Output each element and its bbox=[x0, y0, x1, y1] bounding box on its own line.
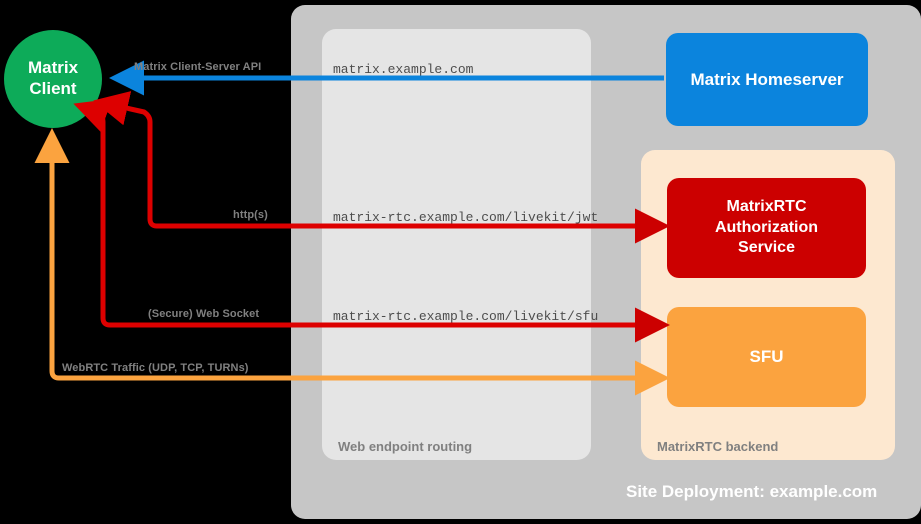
matrixrtc-authorization-service-box[interactable] bbox=[667, 178, 866, 278]
matrix-client-server-api-label: Matrix Client-Server API bbox=[134, 61, 262, 73]
https-label: http(s) bbox=[233, 209, 268, 221]
matrix-homeserver-box[interactable] bbox=[666, 33, 868, 126]
sfu-box[interactable] bbox=[667, 307, 866, 407]
site-deployment-caption: Site Deployment: example.com bbox=[626, 482, 878, 501]
endpoint-livekit-jwt: matrix-rtc.example.com/livekit/jwt bbox=[333, 210, 599, 225]
matrix-client-circle[interactable] bbox=[4, 30, 102, 128]
secure-web-socket-label: (Secure) Web Socket bbox=[148, 308, 260, 320]
web-endpoint-routing-panel bbox=[322, 29, 591, 460]
endpoint-matrix-example-com: matrix.example.com bbox=[333, 62, 474, 77]
webrtc-traffic-label: WebRTC Traffic (UDP, TCP, TURNs) bbox=[62, 362, 249, 374]
matrixrtc-backend-caption: MatrixRTC backend bbox=[657, 439, 779, 454]
https-arrow-to-client bbox=[93, 91, 663, 229]
web-endpoint-routing-caption: Web endpoint routing bbox=[338, 439, 473, 454]
webrtc-traffic-arrow-to-client bbox=[34, 127, 663, 381]
endpoint-livekit-sfu: matrix-rtc.example.com/livekit/sfu bbox=[333, 309, 599, 324]
secure-websocket-arrow-to-client bbox=[73, 98, 663, 328]
